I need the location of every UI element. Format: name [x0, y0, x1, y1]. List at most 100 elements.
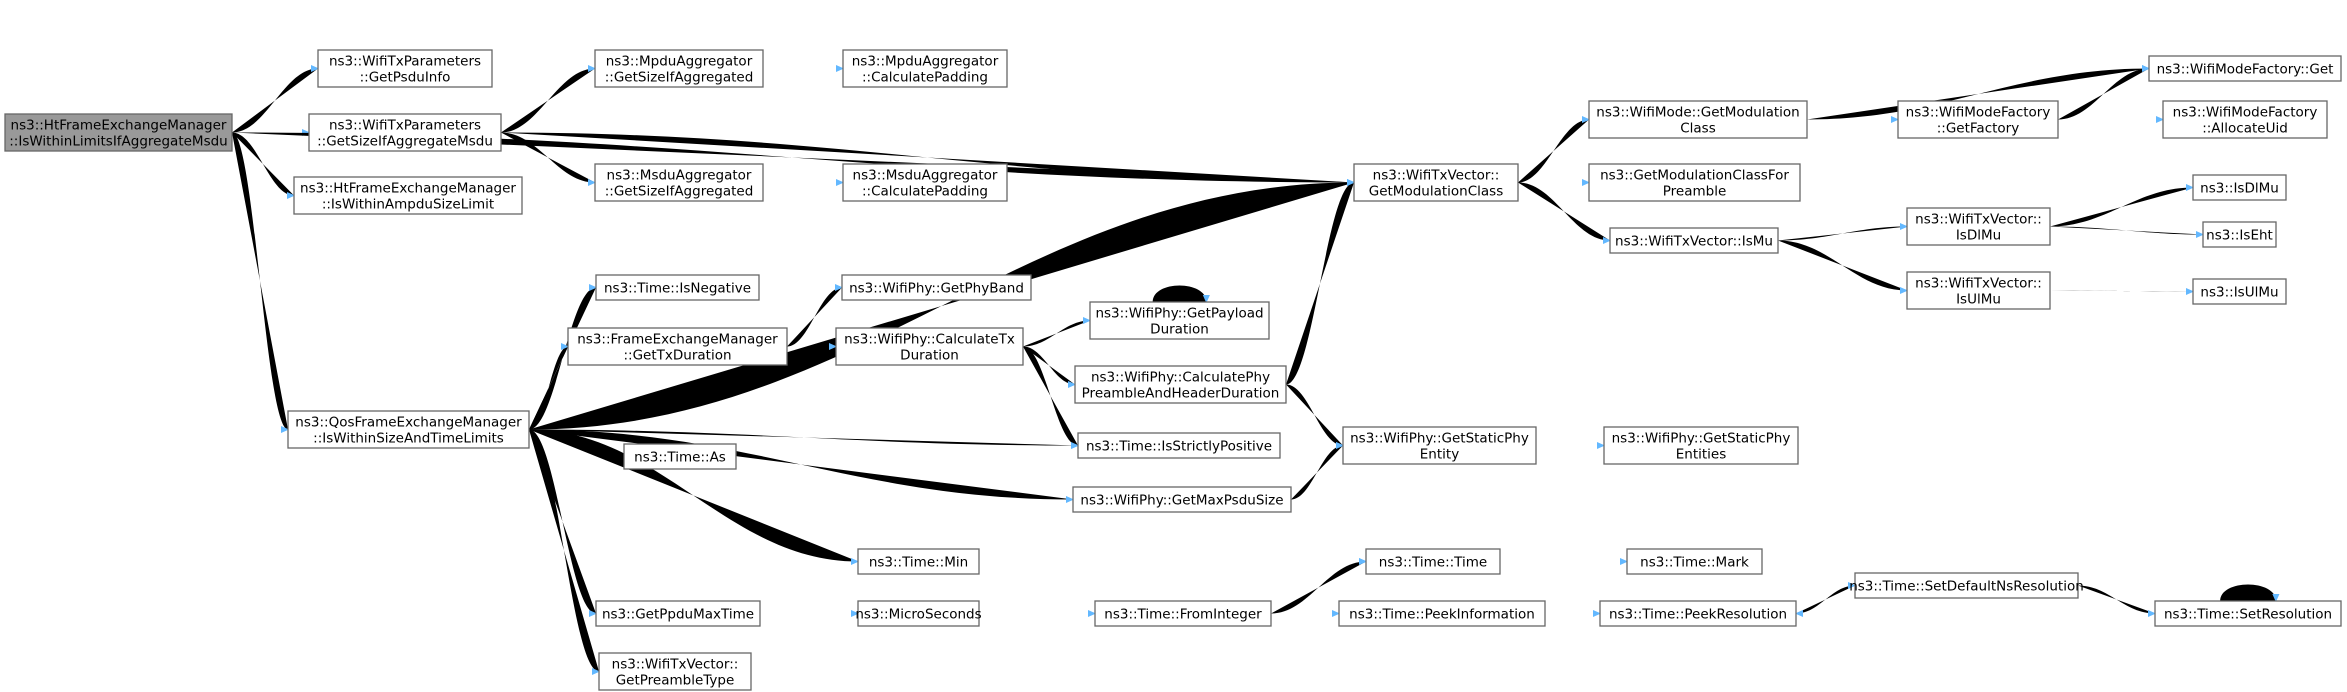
node-box — [842, 163, 1008, 202]
node-ns3-time-frominteger[interactable]: ns3::Time::FromInteger — [1094, 600, 1272, 627]
node-ns3-wifitxvector-isulmu[interactable]: ns3::WifiTxVector::IsUlMu — [1906, 271, 2051, 310]
node-label: ns3::Time::SetDefaultNsResolution — [1849, 579, 2084, 595]
edge-n4-n9 — [529, 183, 1354, 430]
edge-n26-n9 — [1286, 183, 1354, 385]
node-box — [317, 49, 493, 88]
node-label: ns3::WifiTxParameters — [329, 54, 481, 70]
node-box — [1077, 432, 1281, 459]
node-ns3-wifimodefactory-allocateuid[interactable]: ns3::WifiModeFactory::AllocateUid — [2162, 100, 2328, 139]
node-box — [2154, 600, 2342, 627]
node-ns3-time-as[interactable]: ns3::Time::As — [623, 443, 737, 470]
node-label: ns3::GetModulationClassFor — [1600, 168, 1789, 184]
node-ns3-wifitxvector-ismu[interactable]: ns3::WifiTxVector::IsMu — [1609, 227, 1779, 254]
node-ns3-wifimodefactory-getfactory[interactable]: ns3::WifiModeFactory::GetFactory — [1897, 100, 2059, 139]
node-ns3-wifitxparameters-getpsduinfo[interactable]: ns3::WifiTxParameters::GetPsduInfo — [317, 49, 493, 88]
node-label: ::GetSizeIfAggregated — [605, 184, 754, 200]
node-label: Entities — [1676, 447, 1727, 463]
node-label: ns3::WifiPhy::GetStaticPhy — [1350, 431, 1529, 447]
node-box — [1353, 163, 1519, 202]
node-box — [1626, 548, 1763, 575]
node-ns3-wifiphy-calculatephypreambleandheaderduration[interactable]: ns3::WifiPhy::CalculatePhyPreambleAndHea… — [1074, 365, 1287, 404]
node-ns3-wifimodefactory-get[interactable]: ns3::WifiModeFactory::Get — [2148, 55, 2342, 82]
node-ns3-time-isnegative[interactable]: ns3::Time::IsNegative — [595, 274, 760, 301]
node-box — [595, 600, 761, 627]
node-ns3-wifiphy-getmaxpsdusize[interactable]: ns3::WifiPhy::GetMaxPsduSize — [1072, 486, 1292, 513]
node-box — [287, 410, 530, 449]
edge-n24-n29 — [1023, 346, 1078, 446]
node-ns3-time-min[interactable]: ns3::Time::Min — [857, 548, 980, 575]
node-ns3-getppdumaxtime[interactable]: ns3::GetPpduMaxTime — [595, 600, 761, 627]
node-label: ns3::Time::Time — [1379, 555, 1487, 571]
node-ns3-htframeexchangemanager-iswithinlimitsifaggregatemsdu[interactable]: ns3::HtFrameExchangeManager::IsWithinLim… — [4, 113, 233, 152]
node-box — [1365, 548, 1501, 575]
node-ns3-qosframeexchangemanager-iswithinsizeandtimelimits[interactable]: ns3::QosFrameExchangeManager::IsWithinSi… — [287, 410, 530, 449]
node-box — [1854, 572, 2079, 599]
node-ns3-wifitxvector-isdlmu[interactable]: ns3::WifiTxVector::IsDlMu — [1906, 207, 2051, 246]
node-box — [1609, 227, 1779, 254]
node-ns3-iseht[interactable]: ns3::IsEht — [2202, 221, 2277, 248]
node-box — [293, 176, 523, 215]
edge-n9-n12 — [1518, 182, 1610, 241]
edge-n22-n23 — [787, 288, 842, 347]
edge-n4-n29 — [529, 429, 1078, 446]
node-ns3-wifitxparameters-getsizeifaggregatemsdu[interactable]: ns3::WifiTxParameters::GetSizeIfAggregat… — [308, 113, 502, 152]
node-label: ns3::WifiTxVector:: — [1915, 212, 2042, 228]
edge-n40-n41 — [2078, 585, 2155, 614]
node-box — [1897, 100, 2059, 139]
node-ns3-mpduaggregator-calculatepadding[interactable]: ns3::MpduAggregator::CalculatePadding — [842, 49, 1008, 88]
edge-n24-n26 — [1023, 346, 1075, 385]
node-box — [594, 49, 764, 88]
node-ns3-wifiphy-getphyband[interactable]: ns3::WifiPhy::GetPhyBand — [841, 274, 1032, 301]
node-box — [857, 548, 980, 575]
edge-n12-n17 — [1778, 240, 1907, 291]
node-ns3-msduaggregator-calculatepadding[interactable]: ns3::MsduAggregator::CalculatePadding — [842, 163, 1008, 202]
node-ns3-time-setdefaultnsresolution[interactable]: ns3::Time::SetDefaultNsResolution — [1849, 572, 2084, 599]
node-label: GetPreambleType — [616, 673, 735, 689]
node-label: PreambleAndHeaderDuration — [1082, 386, 1280, 402]
node-ns3-wifimode-getmodulationclass[interactable]: ns3::WifiMode::GetModulationClass — [1588, 100, 1808, 139]
node-box — [1074, 365, 1287, 404]
node-label: ns3::IsEht — [2206, 228, 2273, 244]
node-box — [1342, 426, 1537, 465]
node-ns3-mpduaggregator-getsizeifaggregated[interactable]: ns3::MpduAggregator::GetSizeIfAggregated — [594, 49, 764, 88]
edge-n10-n13 — [1807, 69, 2149, 120]
node-ns3-time-peekresolution[interactable]: ns3::Time::PeekResolution — [1599, 600, 1797, 627]
node-label: ns3::Time::Mark — [1640, 555, 1749, 571]
node-label: Duration — [1150, 322, 1209, 338]
node-box — [1603, 426, 1799, 465]
node-label: ns3::Time::FromInteger — [1104, 607, 1262, 623]
edge-n4-n31 — [529, 429, 1073, 500]
node-box — [841, 274, 1032, 301]
node-ns3-time-setresolution[interactable]: ns3::Time::SetResolution — [2154, 600, 2342, 627]
node-ns3-time-isstrictlypositive[interactable]: ns3::Time::IsStrictlyPositive — [1077, 432, 1281, 459]
node-ns3-wifitxvector-getpreambletype[interactable]: ns3::WifiTxVector::GetPreambleType — [598, 652, 752, 691]
node-label: ns3::WifiPhy::CalculatePhy — [1091, 370, 1270, 386]
node-label: ::AllocateUid — [2202, 121, 2288, 137]
edge-n39-n40 — [1796, 586, 1855, 614]
node-box — [1089, 301, 1270, 340]
node-label: ns3::WifiMode::GetModulation — [1596, 105, 1799, 121]
edge-n16-n19 — [2050, 226, 2203, 235]
node-ns3-isulmu[interactable]: ns3::IsUlMu — [2192, 278, 2287, 305]
node-label: Entity — [1420, 447, 1459, 463]
node-label: ns3::Time::SetResolution — [2164, 607, 2332, 623]
node-ns3-time-mark[interactable]: ns3::Time::Mark — [1626, 548, 1763, 575]
node-ns3-isdlmu[interactable]: ns3::IsDlMu — [2192, 174, 2287, 201]
node-label: ns3::WifiTxVector:: — [612, 657, 739, 673]
edge-n0-n3 — [232, 132, 294, 196]
node-ns3-htframeexchangemanager-iswithinampdusizelimit[interactable]: ns3::HtFrameExchangeManager::IsWithinAmp… — [293, 176, 523, 215]
node-ns3-microseconds[interactable]: ns3::MicroSeconds — [855, 600, 982, 627]
node-ns3-wifitxvector-getmodulationclass[interactable]: ns3::WifiTxVector::GetModulationClass — [1353, 163, 1519, 202]
edge-n26-n27 — [1286, 384, 1343, 446]
node-ns3-time-time[interactable]: ns3::Time::Time — [1365, 548, 1501, 575]
edge-n25-n25 — [1152, 285, 1207, 303]
node-ns3-msduaggregator-getsizeifaggregated[interactable]: ns3::MsduAggregator::GetSizeIfAggregated — [594, 163, 764, 202]
node-ns3-frameexchangemanager-gettxduration[interactable]: ns3::FrameExchangeManager::GetTxDuration — [567, 327, 788, 366]
node-ns3-time-peekinformation[interactable]: ns3::Time::PeekInformation — [1338, 600, 1546, 627]
node-label: ns3::QosFrameExchangeManager — [295, 415, 522, 431]
